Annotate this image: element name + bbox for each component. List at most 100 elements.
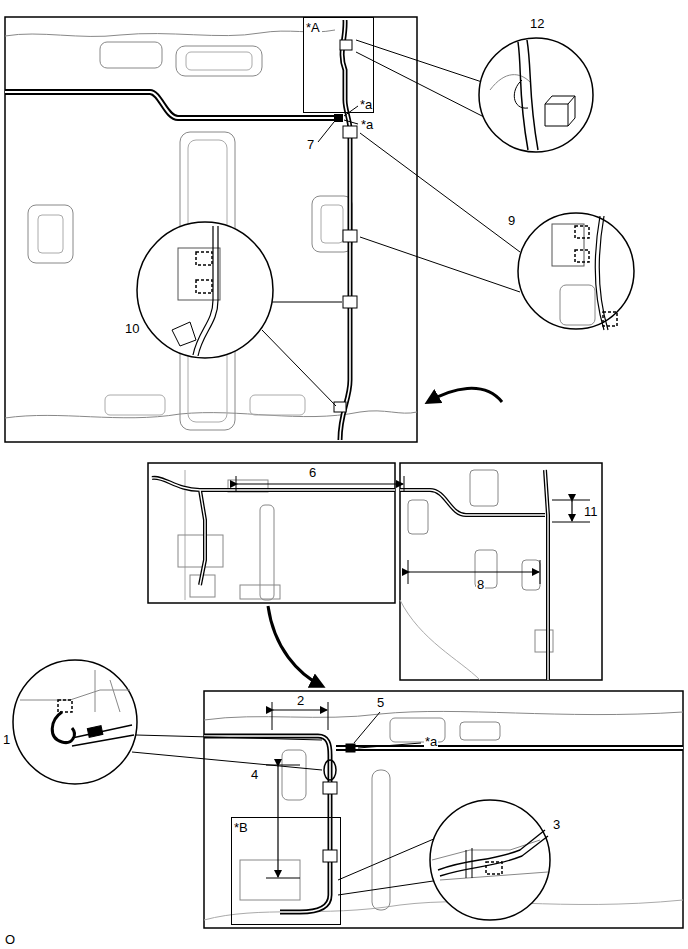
bottom-panel <box>132 691 683 928</box>
drawing-path <box>409 571 539 572</box>
drawing-path <box>5 92 338 118</box>
drawing-path <box>354 712 380 743</box>
drawing-rect <box>323 782 337 794</box>
callout-label: 2 <box>296 694 305 708</box>
drawing-path <box>204 736 330 912</box>
drawing-rect <box>87 726 103 738</box>
drawing-rect <box>343 296 357 308</box>
detail-area-box: *B <box>231 817 341 925</box>
drawing-circle <box>479 38 593 152</box>
drawing-path <box>262 302 342 406</box>
drawing-rect <box>38 215 63 253</box>
drawing-rect <box>575 226 589 238</box>
drawing-rect <box>58 700 72 712</box>
callout-label: O <box>4 933 16 947</box>
callout-label: 3 <box>552 818 561 832</box>
view-arrow <box>268 606 322 686</box>
callout-label: *a <box>359 98 373 112</box>
drawing-rect <box>560 285 595 325</box>
detail-circle-10 <box>137 222 273 358</box>
callout-label: 7 <box>306 138 315 152</box>
drawing-circle <box>137 222 273 358</box>
drawing-path <box>358 743 421 748</box>
drawing-path <box>52 712 74 743</box>
callout-label: 4 <box>250 768 259 782</box>
drawing-path <box>152 478 395 585</box>
callout-label: 11 <box>583 505 599 519</box>
drawing-circle <box>518 213 634 329</box>
drawing-path <box>193 226 218 356</box>
drawing-rect <box>282 750 306 800</box>
drawing-path <box>236 476 404 492</box>
drawing-rect <box>240 585 280 599</box>
drawing-rect <box>250 395 305 415</box>
drawing-rect <box>535 630 553 652</box>
drawing-path <box>204 736 330 912</box>
drawing-rect <box>323 850 337 862</box>
drawing-rect <box>603 312 617 326</box>
drawing-rect <box>321 205 343 243</box>
drawing-path <box>132 735 322 770</box>
drawing-rect <box>5 17 417 442</box>
callout-label: 6 <box>308 466 317 480</box>
drawing-path <box>185 470 480 680</box>
drawing-path <box>356 40 486 118</box>
drawing-rect <box>343 230 357 242</box>
drawing-path <box>273 709 327 710</box>
drawing-path <box>237 483 403 484</box>
drawing-path <box>438 830 548 876</box>
drawing-path <box>5 92 338 118</box>
callout-label: *a <box>360 118 374 132</box>
drawing-rect <box>343 126 357 138</box>
drawing-rect <box>186 52 252 70</box>
drawing-path <box>318 122 334 142</box>
detail-circle-3 <box>430 800 550 920</box>
drawing-path <box>408 560 540 584</box>
drawing-rect <box>486 862 502 874</box>
area-label: *B <box>232 820 250 836</box>
detail-circle-9 <box>518 213 634 330</box>
drawing-path <box>400 470 548 680</box>
drawing-circle <box>13 660 137 784</box>
drawing-path <box>5 30 335 36</box>
drawing-path <box>360 133 520 292</box>
drawing-rect <box>178 535 223 567</box>
top-panel <box>5 17 520 442</box>
drawing-rect <box>312 196 352 252</box>
callout-label: 10 <box>124 322 140 336</box>
drawing-rect <box>575 250 589 262</box>
drawing-path <box>466 848 472 878</box>
drawing-rect <box>334 402 346 412</box>
overview-panels <box>148 463 602 680</box>
detail-circle-1 <box>13 660 137 784</box>
drawing-path <box>204 711 683 720</box>
drawing-rect <box>28 205 73 263</box>
detail-circle-12 <box>479 38 593 152</box>
drawing-path <box>204 900 683 920</box>
callout-label: *a <box>424 735 438 749</box>
drawing-path <box>72 725 134 746</box>
drawing-rect <box>176 46 262 76</box>
drawing-path <box>344 106 358 124</box>
drawing-rect <box>178 248 220 300</box>
drawing-circle <box>430 800 550 920</box>
callout-label: 1 <box>2 733 11 747</box>
area-label: *A <box>304 20 322 36</box>
drawing-path <box>595 216 608 330</box>
drawing-rect <box>196 252 212 265</box>
drawing-path <box>400 470 548 680</box>
drawing-rect <box>460 722 500 740</box>
drawing-ellipse <box>324 760 336 780</box>
drawing-path <box>95 670 120 712</box>
drawing-rect <box>240 860 300 900</box>
drawing-path <box>518 40 538 150</box>
drawing-path <box>571 501 572 521</box>
drawing-rect <box>340 40 352 50</box>
drawing-rect <box>260 505 274 600</box>
drawing-path <box>432 840 548 880</box>
drawing-path <box>338 838 440 895</box>
drawing-path <box>545 96 575 126</box>
drawing-path <box>514 80 528 108</box>
